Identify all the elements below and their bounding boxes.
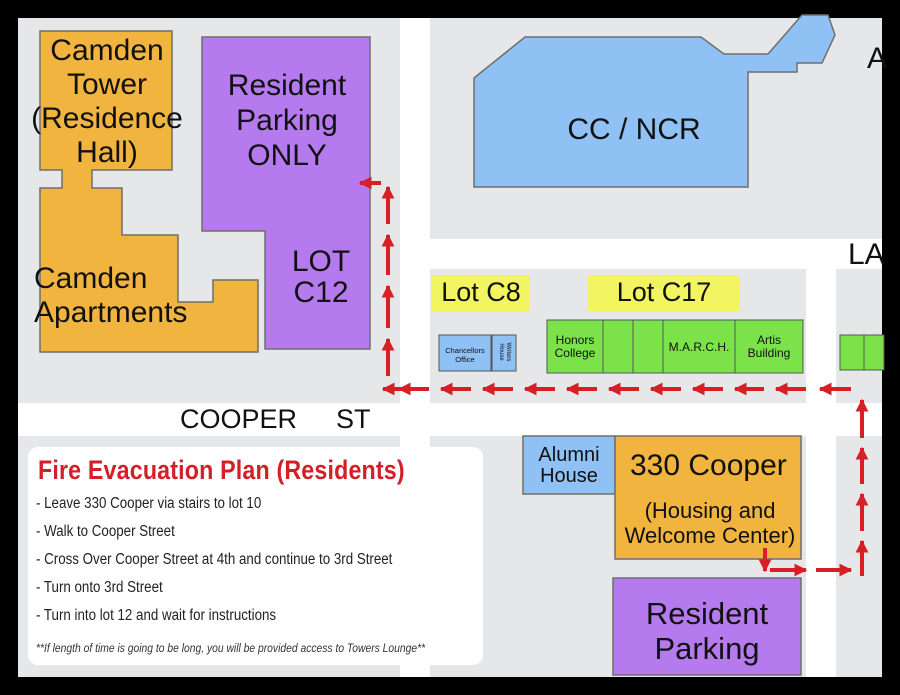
honors-college-label: Honors College xyxy=(547,334,603,360)
chancellors-office xyxy=(438,334,492,372)
label-line: College xyxy=(554,346,596,360)
evacuation-step: - Leave 330 Cooper via stairs to lot 10 xyxy=(36,495,262,512)
edge-green-2 xyxy=(863,334,885,371)
lot-c8-label: Lot C8 xyxy=(441,277,521,307)
evacuation-step: - Turn onto 3rd Street xyxy=(36,579,163,596)
label-line: Resident xyxy=(645,596,769,631)
cc-ncr-label: CC / NCR xyxy=(567,113,701,146)
lot-c12-label: LOT C12 xyxy=(268,246,374,308)
camden-tower-label: Camden Tower (Residence Hall) xyxy=(22,34,192,170)
label-line: Welcome Center) xyxy=(624,523,796,548)
evacuation-plan-title: Fire Evacuation Plan (Residents) xyxy=(38,455,405,485)
cooper-street-road xyxy=(18,403,882,436)
cooper-330-building xyxy=(614,435,802,560)
towers-lounge-note: **If length of time is going to be long,… xyxy=(36,641,426,655)
label-line: Hall) xyxy=(76,136,138,169)
artis-building-label: Artis Building xyxy=(735,334,803,360)
cooper-330-label: 330 Cooper xyxy=(630,449,787,482)
lot-c12-parking xyxy=(201,36,371,350)
lot-c8 xyxy=(432,275,530,311)
lot-c17-label: Lot C17 xyxy=(616,277,712,307)
label-line: Artis xyxy=(757,333,781,347)
label-line: Alumni xyxy=(538,444,600,466)
street-label-edge-mid: LA xyxy=(848,238,885,271)
green-block-1 xyxy=(602,319,634,374)
housing-welcome-label: (Housing and Welcome Center) xyxy=(615,498,805,548)
resident-parking-lot xyxy=(612,577,802,676)
evacuation-step: - Turn into lot 12 and wait for instruct… xyxy=(36,607,277,624)
chancellors-office-label: Chancellors Office xyxy=(439,346,491,364)
march-building xyxy=(662,319,736,374)
label-line: Camden xyxy=(34,262,148,295)
label-line: LOT xyxy=(291,245,351,278)
evacuation-step: - Cross Over Cooper Street at 4th and co… xyxy=(36,551,393,568)
label-line: Tower xyxy=(66,68,148,101)
label-line: Office xyxy=(455,355,475,364)
evacuation-step: - Walk to Cooper Street xyxy=(36,523,175,540)
evacuation-plan-panel: Fire Evacuation Plan (Residents) - Leave… xyxy=(28,447,483,665)
label-line: (Housing and xyxy=(644,498,776,523)
evacuation-route xyxy=(358,176,869,577)
camden-apartments-label: Camden Apartments xyxy=(34,262,187,330)
lot-c17 xyxy=(588,275,740,311)
camden-tower-building xyxy=(39,30,259,353)
label-line: Honors xyxy=(555,333,595,347)
alumni-house xyxy=(522,435,616,495)
label-line: ONLY xyxy=(247,139,327,172)
street-label-edge-top: A xyxy=(867,42,888,75)
alumni-house-label: Alumni House xyxy=(523,445,615,487)
cross-road xyxy=(430,239,882,269)
fourth-street-road xyxy=(806,269,836,677)
label-line: Parking xyxy=(654,631,760,666)
label-line: Parking xyxy=(236,104,338,137)
label-line: Chancellors xyxy=(445,346,485,355)
label-line: House xyxy=(498,343,504,361)
march-label: M.A.R.C.H. xyxy=(668,340,730,354)
cc-ncr-building xyxy=(473,14,836,188)
writers-house xyxy=(491,334,517,372)
label-line: Apartments xyxy=(34,296,188,329)
street-label-st: ST xyxy=(336,404,371,434)
evacuation-steps: - Leave 330 Cooper via stairs to lot 10 … xyxy=(36,493,450,633)
honors-college xyxy=(546,319,604,374)
label-line: Resident xyxy=(227,69,347,102)
resident-parking-label: Resident Parking xyxy=(613,596,801,666)
edge-green-1 xyxy=(839,334,865,371)
label-line: (Residence xyxy=(31,102,183,135)
label-line: Camden xyxy=(50,34,164,67)
label-line: C12 xyxy=(293,276,349,309)
green-block-2 xyxy=(632,319,664,374)
artis-building xyxy=(734,319,804,374)
writers-house-label: Writers House xyxy=(497,332,511,372)
resident-parking-only-label: Resident Parking ONLY xyxy=(202,68,372,173)
label-line: Writers xyxy=(505,342,511,362)
street-label-cooper: COOPER xyxy=(180,404,298,434)
label-line: House xyxy=(540,465,598,487)
label-line: Building xyxy=(747,346,791,360)
